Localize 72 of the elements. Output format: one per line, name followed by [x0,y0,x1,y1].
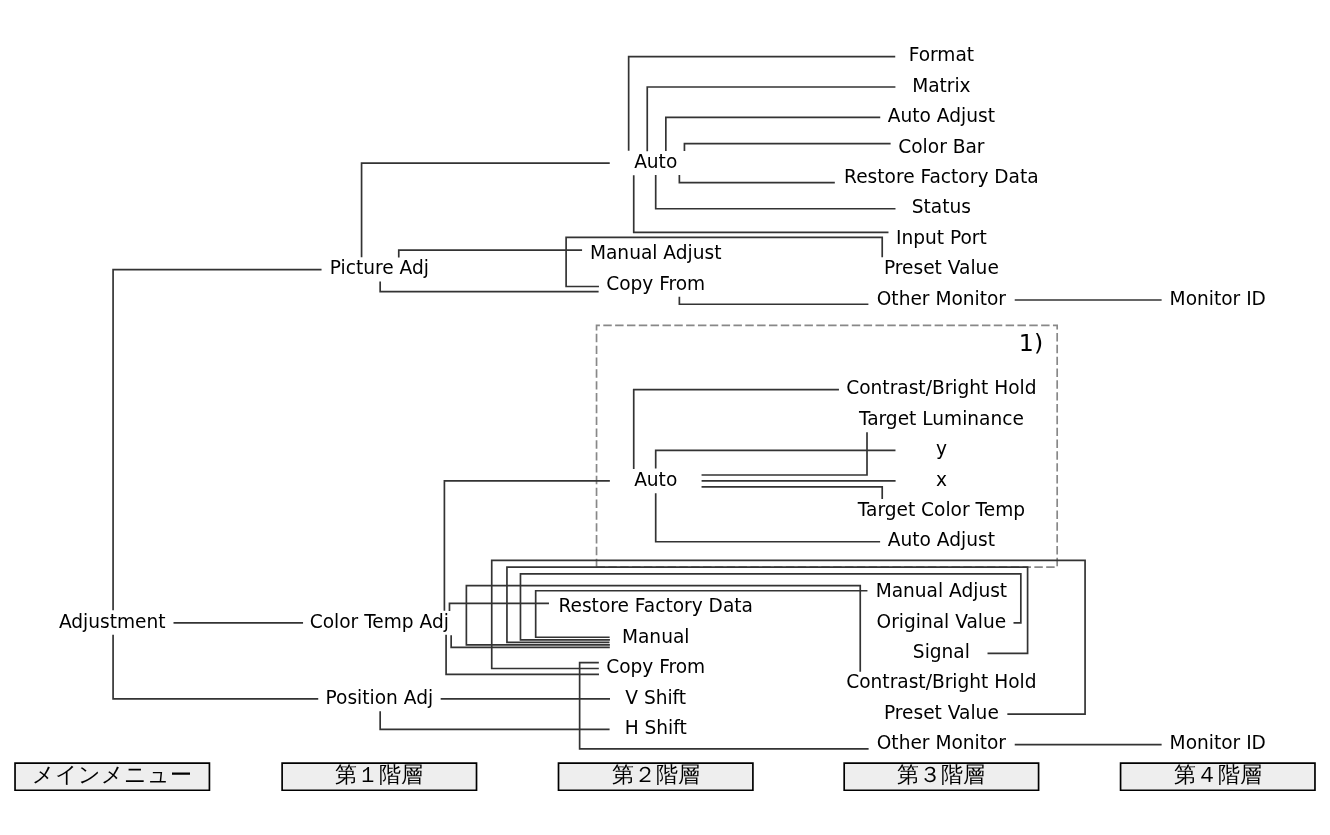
connector [683,142,892,152]
connector [506,566,1029,655]
connector [700,480,897,482]
node-text: Other Monitor [876,732,1007,754]
label: 第３階層 [897,762,986,788]
node-text: Contrast/Bright Hold [846,377,1037,399]
node-text: Target Color Temp [857,499,1026,521]
connector [490,559,1086,715]
label: メインメニュー [32,762,193,788]
connector [465,584,862,673]
connector [360,162,611,259]
connector [448,602,550,612]
connector [678,174,836,184]
connector [627,55,897,152]
connector [443,480,611,612]
connector [632,388,840,470]
connector [172,622,304,624]
node-text: Picture Adj [329,257,429,279]
node-text: Auto [634,468,678,490]
connector [665,116,882,152]
node-text: Monitor ID [1169,287,1266,309]
node-text: Manual [621,625,690,647]
connector [654,174,897,210]
node-text: Restore Factory Data [558,595,753,617]
connector [439,698,611,700]
node-text: y [935,438,947,460]
node-text: Auto [634,150,678,172]
node-text: H Shift [624,717,687,739]
node-text: Restore Factory Data [844,166,1039,188]
connector [578,661,870,750]
label: 第４階層 [1173,762,1262,788]
connector [565,236,884,288]
node-text: Auto Adjust [887,105,995,127]
connector [700,431,868,476]
node-text: Manual Adjust [875,580,1008,602]
node-text: Manual Adjust [589,242,722,264]
node-text: Color Bar [898,135,985,157]
label: 第２階層 [611,762,700,788]
connector [654,492,881,543]
connector [700,485,884,500]
connector [112,268,323,612]
node-text: Original Value [876,610,1007,632]
node-text: Input Port [895,226,987,248]
node-text: Adjustment [58,610,166,632]
connector [112,633,320,700]
node-text: Target Luminance [858,407,1024,429]
connector [519,573,1022,641]
node-text: Color Temp Adj [309,610,449,632]
node-text: Matrix [912,74,971,96]
node-text: Copy From [606,656,706,678]
node-text: Contrast/Bright Hold [846,671,1037,693]
node-text: Auto Adjust [887,529,995,551]
connector [534,589,869,639]
node-text: Status [911,196,971,218]
connector [1013,743,1163,746]
node-text: Monitor ID [1169,732,1266,754]
node-text: V Shift [625,686,687,708]
connector [632,174,890,234]
connector [1013,299,1163,301]
node-text: x [935,468,947,490]
node-text: Format [908,44,975,66]
connector [654,449,897,470]
node-text: Copy From [606,272,706,294]
label: 第１階層 [335,762,424,788]
node-text: Position Adj [325,686,434,708]
node-text: Signal [912,641,970,663]
connector [646,86,897,153]
node-text: Other Monitor [876,287,1007,309]
node-text: Preset Value [883,257,999,279]
node-text: Preset Value [883,701,999,723]
connector [450,634,611,649]
connector [445,634,600,676]
